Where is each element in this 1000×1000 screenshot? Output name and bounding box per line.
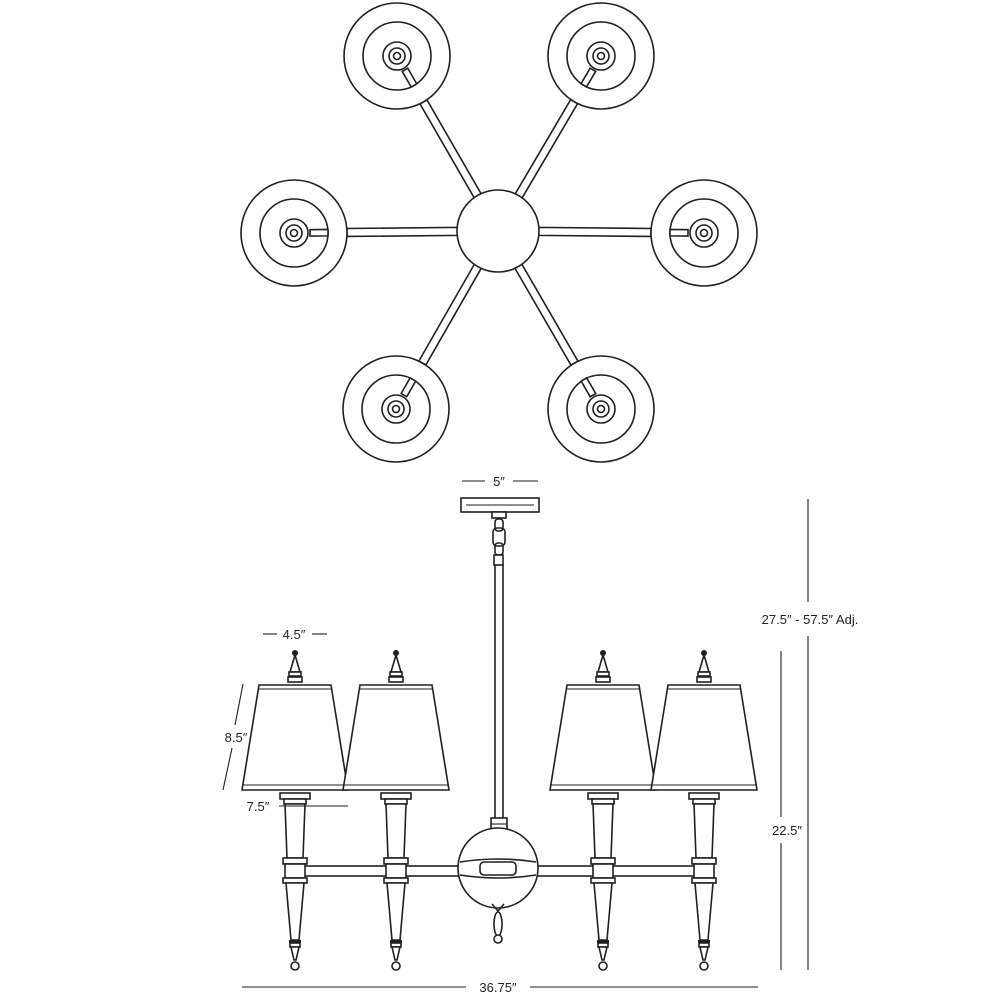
shade-height-label: 8.5″ <box>225 730 248 745</box>
top-view-arm <box>346 226 460 238</box>
lamp-column <box>342 650 450 971</box>
top-view-shade <box>240 179 348 287</box>
shade-bottom-width-label: 7.5″ <box>247 799 270 814</box>
overall-width-label: 36.75″ <box>479 980 517 995</box>
top-view-center-hub <box>456 189 540 273</box>
lamp-column <box>549 650 657 971</box>
side-view <box>241 497 758 971</box>
top-view-shade <box>342 355 450 463</box>
top-view-shade <box>343 2 451 110</box>
top-view-arm <box>417 261 484 367</box>
top-view-arm <box>513 98 579 201</box>
lamp-shade <box>342 684 450 791</box>
shade-top-width-label: 4.5″ <box>283 627 306 642</box>
dimension-lines <box>222 480 809 988</box>
top-view-arm <box>536 226 652 238</box>
top-view-shades <box>240 2 758 463</box>
body-height-label: 22.5″ <box>772 823 802 838</box>
center-sphere <box>457 827 539 944</box>
top-view <box>240 2 758 463</box>
top-view-arm <box>418 98 484 201</box>
lamp-column <box>650 650 758 971</box>
lamp-shade <box>241 684 349 791</box>
canopy-width-label: 5″ <box>493 474 505 489</box>
center-stem <box>490 554 508 831</box>
top-view-shade <box>547 355 655 463</box>
lamp-column <box>241 650 349 971</box>
top-view-shade <box>547 2 655 110</box>
lamp-columns <box>241 650 758 971</box>
top-view-shade <box>650 179 758 287</box>
dimension-labels: 5″ 4.5″ 8.5″ 7.5″ 36.75″ 27.5″ - 57.5″ A… <box>225 474 859 995</box>
lamp-shade <box>650 684 758 791</box>
top-view-arm <box>512 261 580 367</box>
lamp-shade <box>549 684 657 791</box>
chain <box>492 518 506 556</box>
ceiling-canopy <box>460 497 540 519</box>
overall-height-adjustable-label: 27.5″ - 57.5″ Adj. <box>762 612 859 627</box>
